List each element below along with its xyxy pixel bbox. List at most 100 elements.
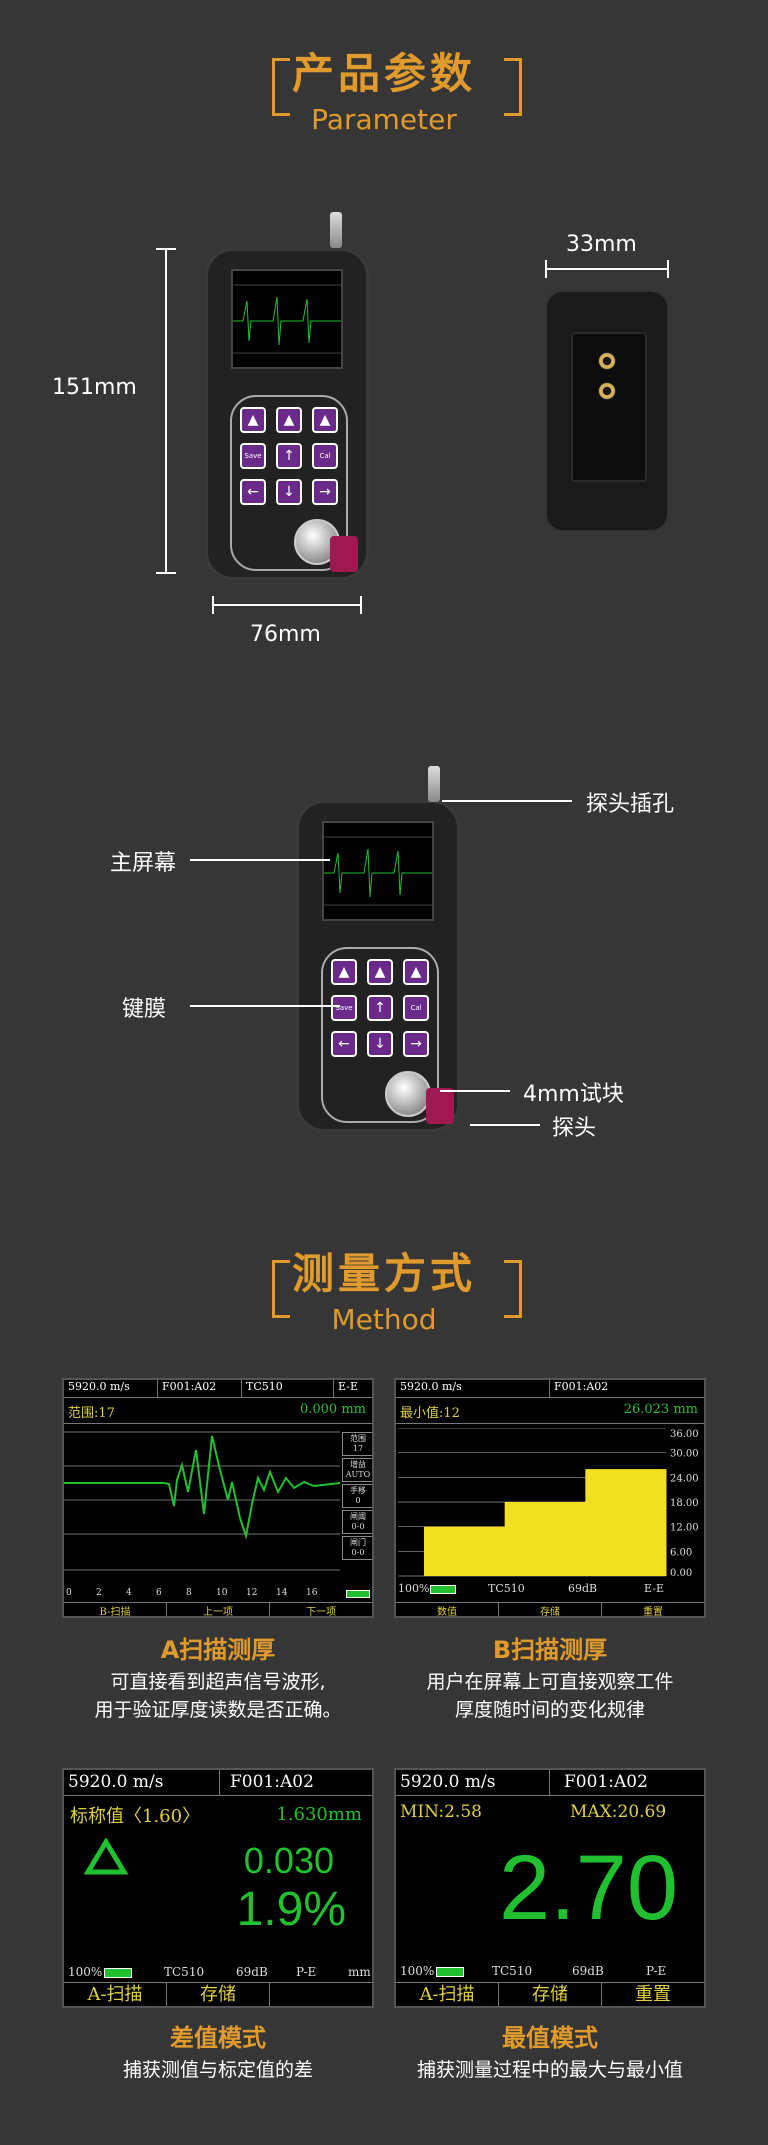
a-scan-tick-label: 14 [276,1588,288,1598]
diff-desc-1: 捕获测值与标定值的差 [122,2059,313,2081]
width-dim-line [212,604,362,606]
diff-file: F001:A02 [230,1772,314,1792]
gauge-keypad: ▲ ▲ ▲ Save ↑ Cal ← ↓ → [230,395,348,571]
depth-dim-cap-left [545,260,547,278]
b-scan-desc: 用户在屏幕上可直接观察工件 厚度随时间的变化规律 [390,1668,710,1724]
diff-status: 100% TC510 69dB P-E mm [64,1964,372,1982]
minmax-desc: 捕获测量过程中的最大与最小值 [390,2056,710,2084]
diff-menu-save[interactable]: 存储 [167,1983,270,2006]
up-triangle-key-3[interactable]: ▲ [312,407,338,433]
arrow-left-key-b[interactable]: ← [331,1031,357,1057]
b-scan-bar [585,1469,667,1576]
b-menu-save[interactable]: 存储 [499,1603,602,1616]
b-probe: TC510 [488,1582,525,1595]
a-side-5: 0 [355,1496,361,1505]
arrow-up-key[interactable]: ↑ [276,443,302,469]
arrow-right-key[interactable]: → [312,479,338,505]
a-scan-title: A扫描测厚 [160,1636,276,1664]
up-triangle-key-1[interactable]: ▲ [240,407,266,433]
width-dim-cap-left [212,596,214,614]
arrow-left-key[interactable]: ← [240,479,266,505]
arrow-down-key-b[interactable]: ↓ [367,1031,393,1057]
a-scan-tick-label: 4 [126,1588,132,1598]
callout-probe-port: 探头插孔 [586,792,675,817]
method-bracket-left [272,1260,290,1318]
a-reading: 0.000 mm [299,1402,366,1417]
a-scan-tick-label: 8 [186,1588,192,1598]
diff-menu-a-scan[interactable]: A-扫描 [64,1983,167,2006]
method-title: 测量方式 Method [0,1240,768,1336]
probe-connector [330,212,342,248]
a-menu-b-scan[interactable]: B-扫描 [64,1603,167,1616]
a-scan-desc-2: 用于验证厚度读数是否正确。 [94,1699,342,1721]
up-triangle-key-3b[interactable]: ▲ [403,959,429,985]
screen-waveform [233,284,341,354]
save-key-b[interactable]: Save [331,995,357,1021]
diff-gain: 69dB [236,1965,268,1979]
up-triangle-key-1b[interactable]: ▲ [331,959,357,985]
callout-line-test-block [440,1090,510,1092]
a-side-1: 17 [352,1444,364,1453]
minmax-battery-icon [436,1967,464,1977]
a-menu-next[interactable]: 下一项 [306,1607,336,1618]
diff-probe: TC510 [164,1965,205,1979]
b-min: 最小值:12 [400,1406,460,1421]
b-menu-value[interactable]: 数值 [396,1603,499,1616]
title-bracket-right [504,58,522,116]
a-side-3: AUTO [345,1470,371,1479]
minmax-menu-reset[interactable]: 重置 [635,1984,671,2005]
diff-title: 差值模式 [170,2024,266,2052]
b-y-tick-label: 0.00 [670,1568,692,1579]
a-side-6: 闸阈 [350,1512,366,1521]
diff-unit: mm [348,1965,371,1979]
up-triangle-key-2[interactable]: ▲ [276,407,302,433]
b-menu-reset[interactable]: 重置 [643,1607,663,1618]
a-scan-header: 5920.0 m/s F001:A02 TC510 E-E [64,1380,372,1398]
a-scan-tick-label: 6 [156,1588,162,1598]
b-y-tick-label: 18.00 [670,1498,699,1509]
delta-icon [84,1838,128,1875]
callout-line-probe [470,1124,540,1126]
b-scan-status: 100% TC510 69dB E-E [396,1582,704,1598]
probe-connector-2 [428,766,440,802]
a-battery-icon [346,1590,370,1598]
b-y-tick-label: 36.00 [670,1429,699,1440]
a-scan-screen: 5920.0 m/s F001:A02 TC510 E-E 范围:17 0.00… [62,1378,374,1618]
title-bracket-left [272,58,290,116]
a-side-7: 0-0 [351,1522,365,1531]
width-dim-cap-right [360,596,362,614]
arrow-down-key[interactable]: ↓ [276,479,302,505]
a-scan-desc: 可直接看到超声信号波形, 用于验证厚度读数是否正确。 [58,1668,378,1724]
b-scan-desc-2: 厚度随时间的变化规律 [454,1699,645,1721]
a-velocity: 5920.0 m/s [64,1380,158,1397]
diff-mode: P-E [296,1965,317,1979]
b-gain: 69dB [568,1582,598,1595]
screen-waveform-2 [324,836,432,906]
minmax-desc-1: 捕获测量过程中的最大与最小值 [416,2059,683,2081]
minmax-menu: A-扫描 存储 重置 [396,1982,704,2006]
minmax-menu-save[interactable]: 存储 [499,1983,602,2006]
diff-menu-empty[interactable] [270,1983,372,2006]
gauge-front-view: ▲ ▲ ▲ Save ↑ Cal ← ↓ → [205,248,369,580]
a-mode: E-E [338,1380,358,1393]
a-scan-range-row: 范围:17 0.000 mm [64,1398,372,1424]
cal-key[interactable]: Cal [312,443,338,469]
b-scan-bar [424,1526,506,1576]
diff-delta: 0.030 [243,1840,334,1881]
a-side-9: 0-0 [351,1548,365,1557]
cal-key-b[interactable]: Cal [403,995,429,1021]
minmax-menu-a-scan[interactable]: A-扫描 [396,1983,499,2006]
parameter-title-en: Parameter [311,103,457,136]
b-mode: E-E [644,1582,664,1595]
save-key[interactable]: Save [240,443,266,469]
a-menu-prev[interactable]: 上一项 [167,1603,270,1616]
arrow-right-key-b[interactable]: → [403,1031,429,1057]
diff-header: 5920.0 m/s F001:A02 [64,1770,372,1796]
up-triangle-key-2b[interactable]: ▲ [367,959,393,985]
callout-probe: 探头 [552,1116,597,1141]
depth-label: 33mm [566,232,637,257]
b-battery-icon [430,1585,456,1594]
arrow-up-key-b[interactable]: ↑ [367,995,393,1021]
side-port-2 [598,382,616,400]
